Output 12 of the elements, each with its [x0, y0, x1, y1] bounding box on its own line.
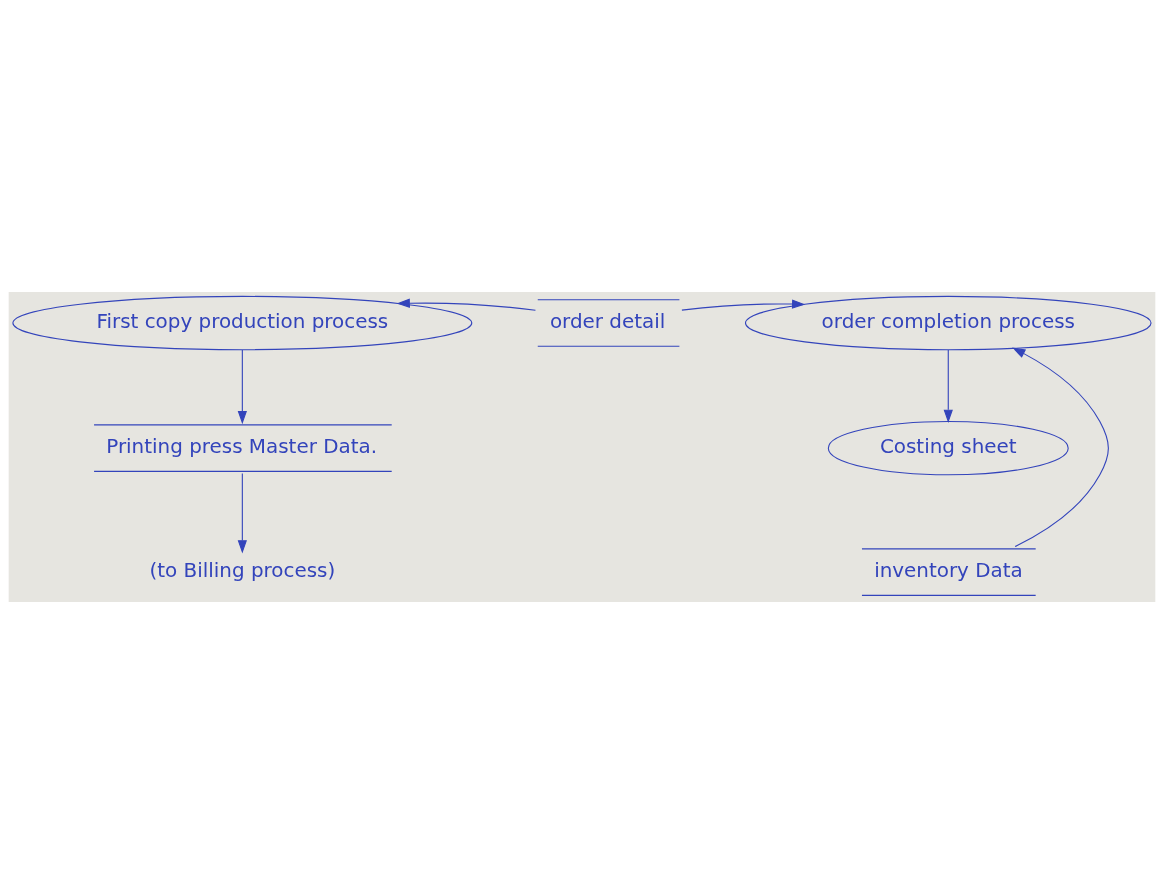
arrow: [237, 473, 247, 554]
arrow: [1012, 347, 1109, 548]
arrow: [681, 299, 806, 311]
arrow: [943, 349, 953, 423]
node-text: inventory Data: [874, 558, 1023, 582]
node-text: Printing press Master Data.: [106, 435, 378, 459]
node-text: (to Billing process): [149, 558, 336, 582]
node-ellipse: Costing sheet: [827, 420, 1069, 476]
arrow: [396, 298, 536, 311]
node-ellipse: order completion process: [744, 295, 1152, 351]
node-text: order detail: [549, 309, 666, 333]
arrow: [237, 349, 247, 425]
